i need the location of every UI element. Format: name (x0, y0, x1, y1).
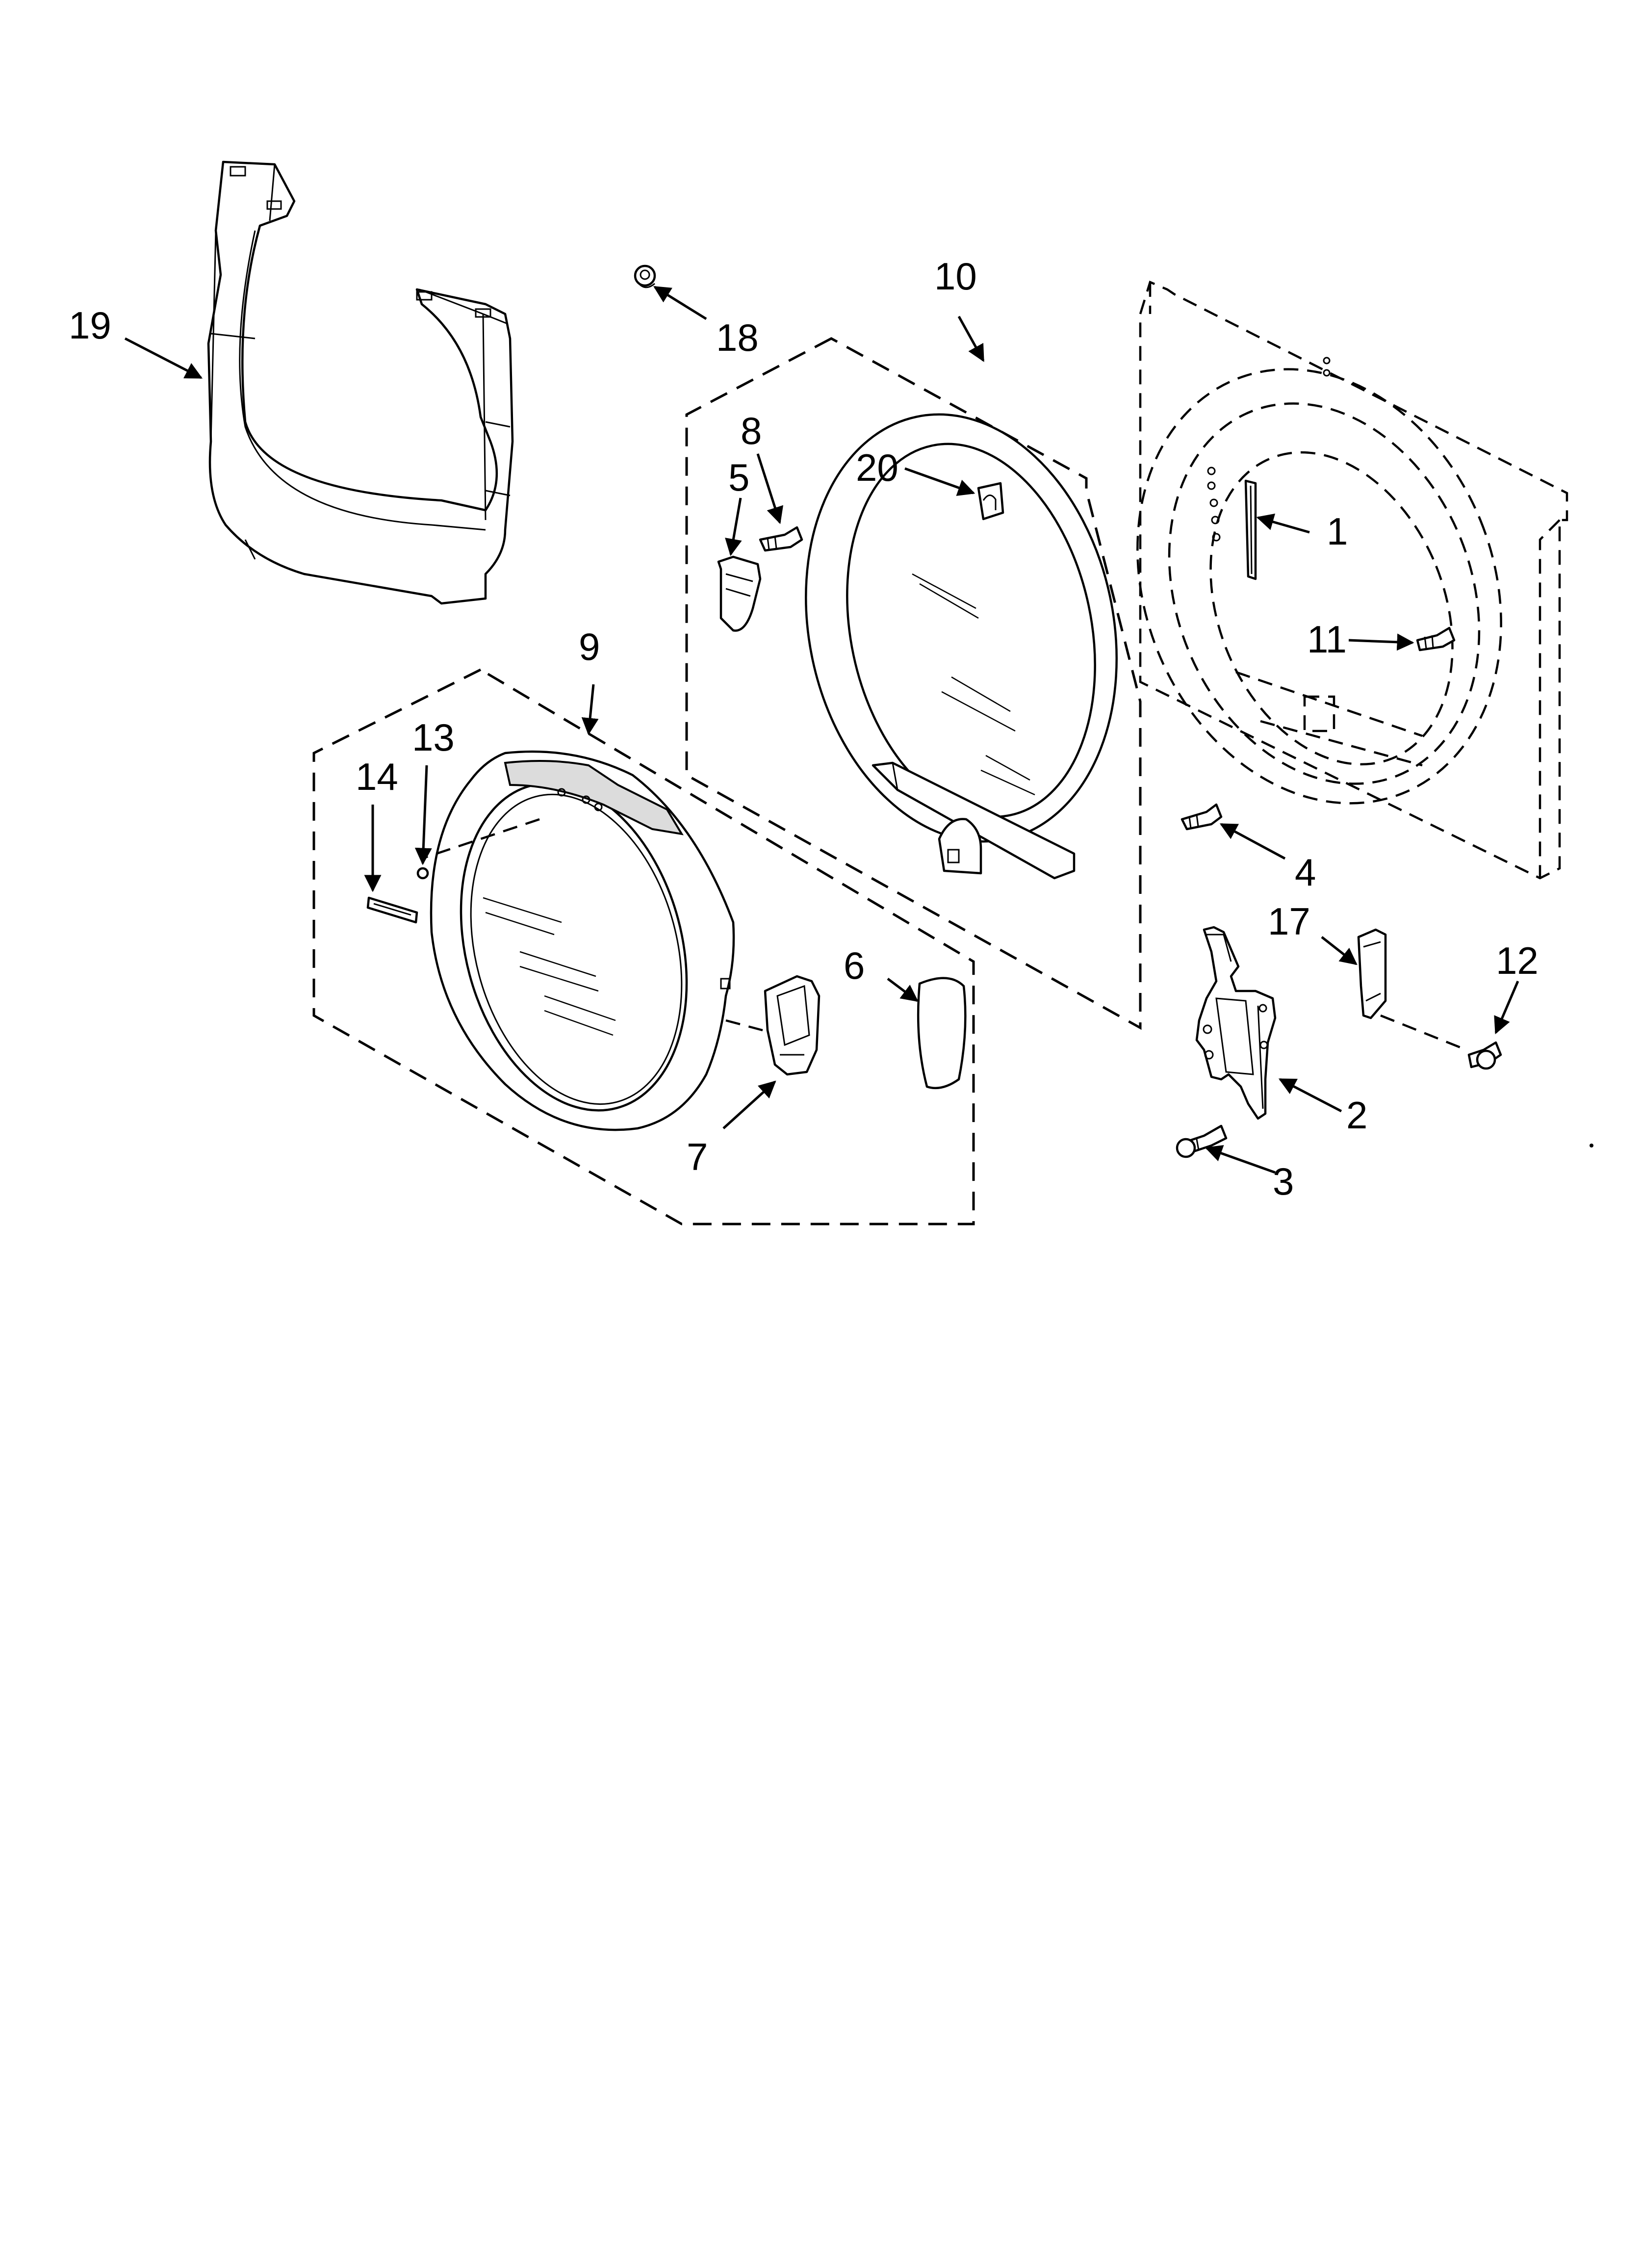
screw-3 (1176, 1124, 1228, 1158)
callout-20: 20 (856, 446, 898, 489)
inner-door-ring (805, 413, 1118, 880)
callout-11: 11 (1307, 618, 1347, 661)
strike-bracket (1244, 479, 1257, 580)
plug-button (634, 264, 656, 288)
callout-14: 14 (356, 755, 398, 798)
handle-insert (917, 977, 967, 1090)
callout-3: 3 (1273, 1160, 1294, 1203)
screw-12 (1467, 1041, 1502, 1070)
callout-4: 4 (1295, 851, 1316, 894)
screw-4 (1180, 803, 1223, 831)
door-hinge (1195, 926, 1277, 1120)
brand-badge (366, 896, 418, 924)
door-clip (977, 482, 1004, 521)
screw-8 (759, 526, 803, 552)
callout-17: 17 (1268, 900, 1310, 943)
front-panel-shroud (207, 160, 514, 605)
hinge-cover-17 (1357, 928, 1467, 1051)
callout-19: 19 (69, 304, 111, 347)
callout-10: 10 (934, 255, 977, 298)
stray-dot (1590, 1144, 1593, 1147)
callout-13: 13 (412, 716, 455, 759)
inner-door-assembly-outline (685, 337, 1142, 1030)
callout-12: 12 (1496, 939, 1539, 982)
leader-arrows (124, 286, 1519, 1174)
callout-6: 6 (844, 944, 865, 987)
callout-9: 9 (579, 625, 600, 668)
outer-door-assembly-outline (312, 668, 975, 1225)
hinge-cover (717, 555, 762, 632)
callout-7: 7 (687, 1135, 708, 1178)
screw-11 (1416, 626, 1456, 652)
small-plug (416, 867, 429, 880)
callout-1: 1 (1327, 510, 1348, 553)
callout-numbers: 19 18 10 8 5 20 1 11 4 9 14 13 7 6 2 3 1… (69, 255, 1539, 1203)
callout-18: 18 (716, 316, 759, 359)
callout-8: 8 (741, 409, 762, 452)
outer-door (421, 750, 763, 1131)
callout-5: 5 (728, 456, 749, 499)
callout-2: 2 (1346, 1094, 1367, 1137)
door-handle (764, 975, 821, 1076)
front-cabinet-panel (1136, 280, 1568, 880)
